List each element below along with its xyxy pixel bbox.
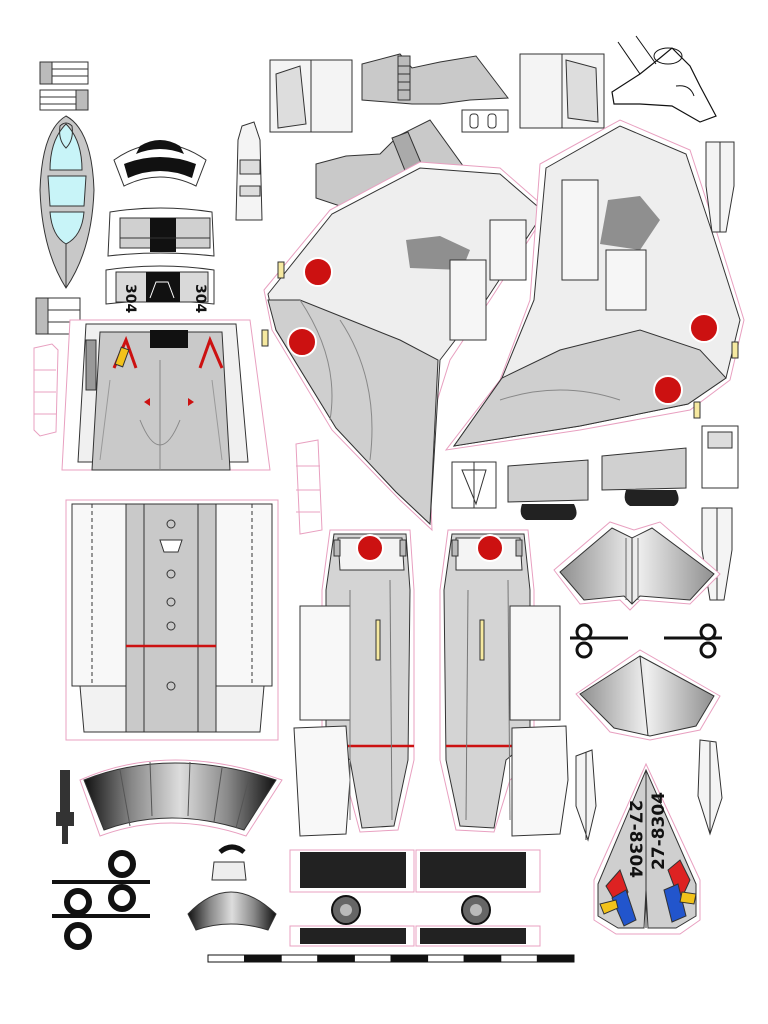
cut-strip-mid: [295, 439, 323, 535]
exhaust-shroud-large: [79, 759, 283, 837]
nose-ring-cowl: 304 304: [105, 265, 215, 313]
aircraft-sketch: [611, 35, 717, 123]
small-rect-slot: [461, 109, 509, 133]
small-fin-right: [697, 739, 723, 836]
scale-bar-segment: [207, 954, 246, 963]
small-tab-1: [39, 61, 89, 85]
belly-panel: [65, 499, 279, 741]
tail-code-left: 27-8304: [625, 800, 645, 878]
cut-outline-left: [33, 343, 59, 437]
nose-gear-bay-part: [235, 121, 263, 221]
nacelle-left: [293, 529, 415, 837]
roundel-left-bottom: [287, 327, 317, 357]
front-fuselage-panel: [61, 319, 271, 471]
intake-lip-a: [451, 461, 497, 509]
roundel-left-top: [303, 257, 333, 287]
cowl-code-left: 304: [122, 284, 138, 313]
small-tab-2: [39, 89, 89, 111]
exhaust-shroud-small: [187, 844, 277, 931]
roundel-right-bottom: [653, 375, 683, 405]
nacelle-right: [439, 529, 569, 837]
scale-bar-segment: [536, 954, 575, 963]
stabilizer-lower: [575, 649, 721, 741]
wheel-hubs: [331, 895, 491, 925]
nose-gear-strut: [56, 770, 74, 844]
nose-ring-2: [107, 207, 215, 257]
scale-bar-segment: [317, 954, 355, 963]
canopy-piece: [39, 115, 95, 289]
cowl-code-right: 304: [192, 284, 208, 313]
scale-bar-segment: [500, 954, 538, 963]
scale-bar-segment: [390, 954, 429, 963]
intake-ramp-top: [361, 53, 509, 105]
fuselage-side-left: [261, 161, 549, 532]
fuselage-side-right: [444, 119, 745, 451]
gear-door-strips: [289, 849, 541, 947]
tail-code-right: 27-8304: [649, 792, 669, 870]
main-gear-wheels-right: [570, 623, 722, 659]
intake-panel-b: [519, 53, 605, 129]
vertical-tails: 27-8304 27-8304: [593, 762, 701, 935]
small-vertical-part-1: [705, 141, 735, 233]
small-vertical-part-2: [701, 425, 739, 489]
intake-lip-b: [507, 459, 589, 520]
scale-bar: [207, 954, 575, 963]
scale-bar-segment: [353, 954, 392, 963]
scale-bar-segment: [463, 954, 502, 963]
roundel-right-top: [689, 313, 719, 343]
stabilizer-upper: [553, 521, 721, 611]
intake-lip-c: [601, 447, 687, 506]
scale-bar-segment: [427, 954, 465, 963]
nose-ring-1: [113, 140, 207, 187]
scale-bar-segment: [280, 954, 319, 963]
gear-wheels-left: [52, 850, 150, 950]
intake-panel-a: [269, 59, 353, 133]
scale-bar-segment: [244, 954, 282, 963]
small-fin-left: [575, 749, 597, 842]
